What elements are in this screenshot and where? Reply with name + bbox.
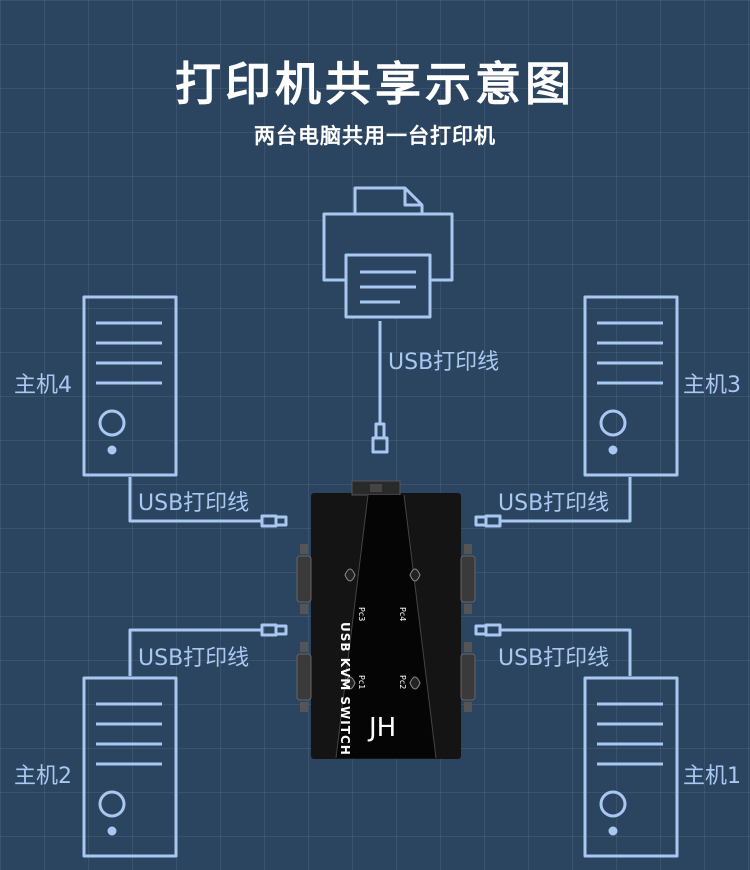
- pc3-cable-label: USB打印线: [498, 485, 609, 517]
- pc4-cable-label: USB打印线: [138, 485, 249, 517]
- pc1-cable-label: USB打印线: [498, 640, 609, 672]
- port-label-pc3: Pc3: [357, 607, 366, 621]
- computer-label-pc2: 主机2: [14, 758, 72, 790]
- port-label-pc1: Pc1: [357, 675, 366, 689]
- computer-label-pc4: 主机4: [14, 367, 72, 399]
- port-label-pc2: Pc2: [398, 675, 407, 689]
- device-brand: JH: [369, 713, 396, 743]
- printer-cable-label: USB打印线: [388, 344, 499, 376]
- device-model-text: USB KVM SWITCH: [338, 622, 352, 756]
- computer-label-pc3: 主机3: [683, 367, 741, 399]
- port-label-pc4: Pc4: [398, 607, 407, 621]
- pc2-cable-label: USB打印线: [138, 640, 249, 672]
- computer-label-pc1: 主机1: [683, 758, 741, 790]
